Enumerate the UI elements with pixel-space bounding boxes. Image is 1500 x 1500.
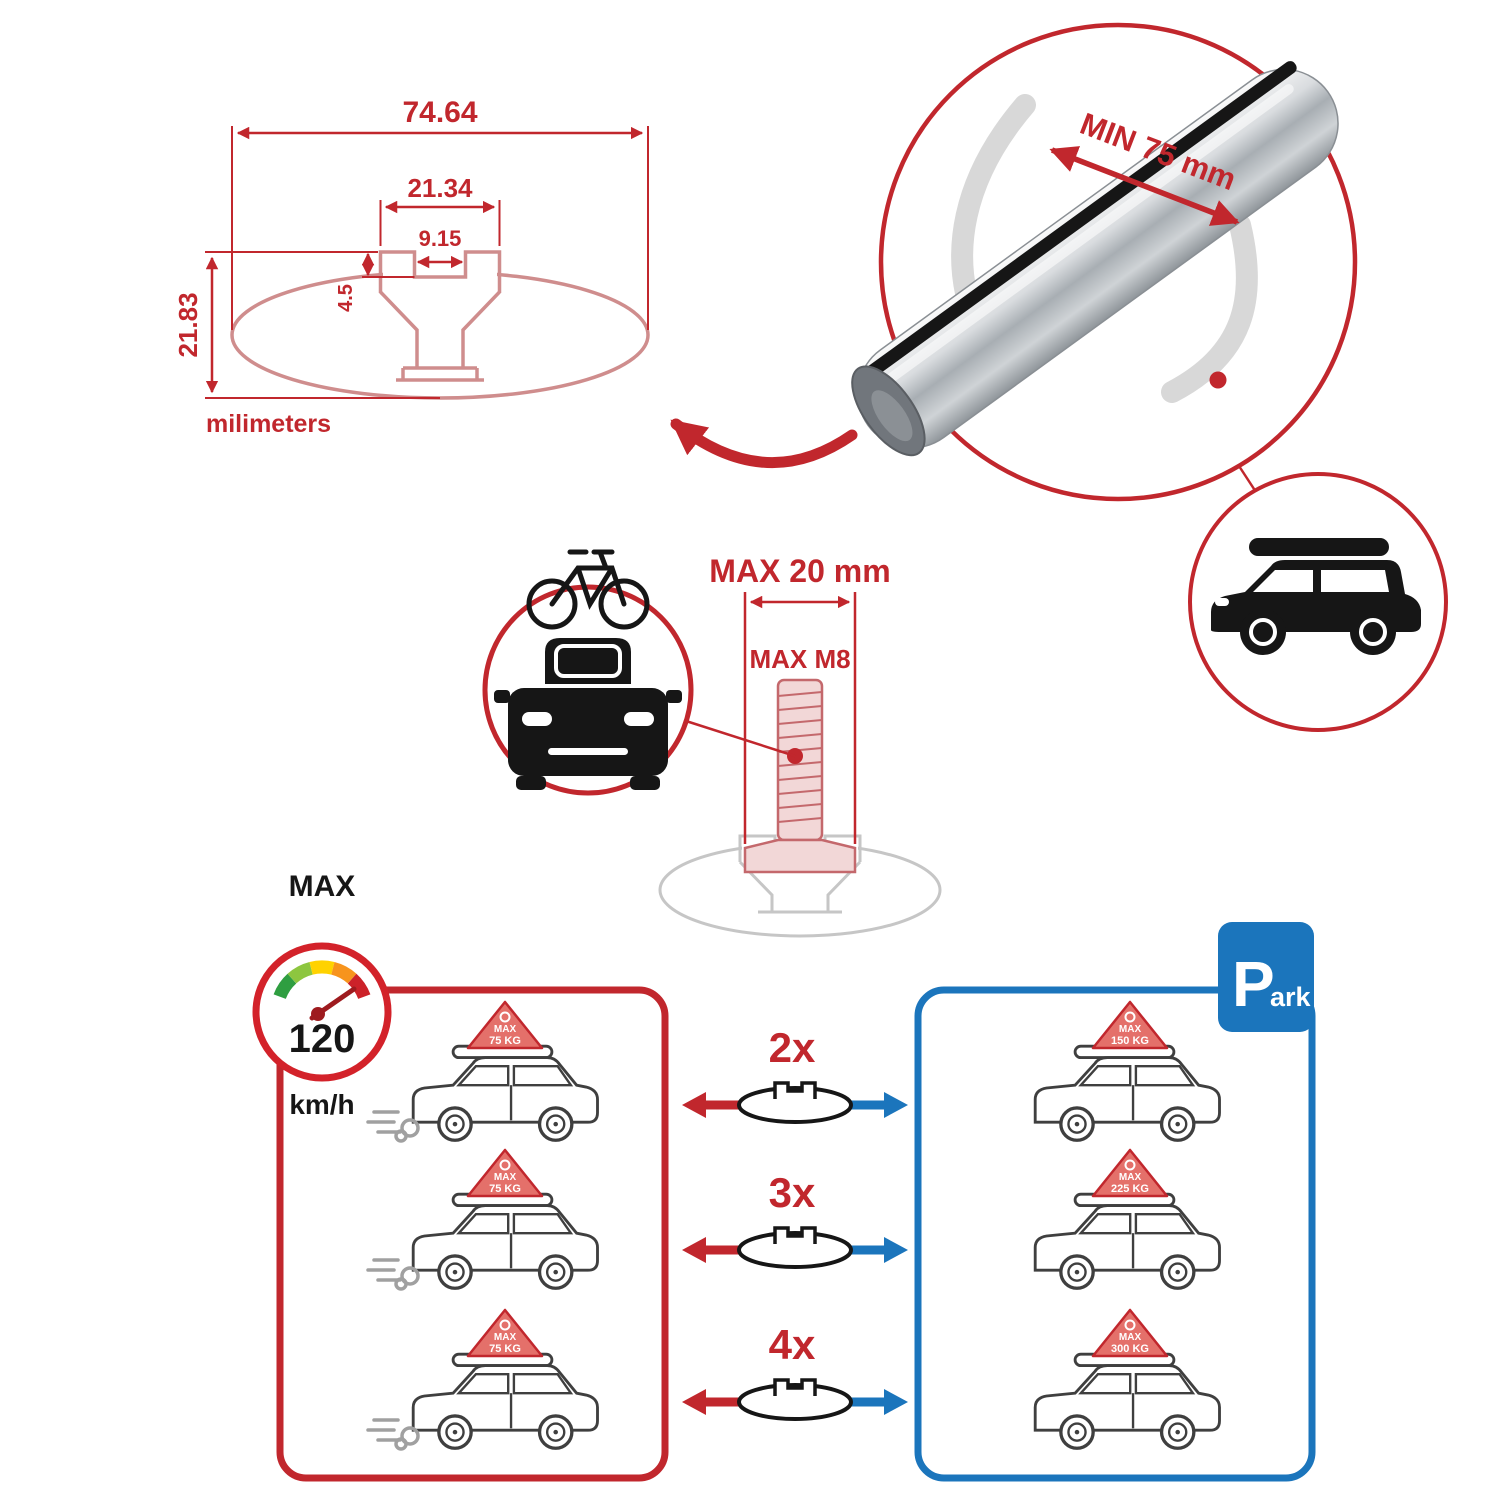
bolt-illustration [743, 678, 857, 874]
count-label: 3x [769, 1169, 816, 1216]
suv-roofbox-circle [1188, 472, 1448, 732]
park-sign-board [1218, 922, 1314, 1032]
bolt-diagram: MAX 20 mm MAX M8 [482, 549, 942, 938]
count-label: 4x [769, 1321, 816, 1368]
load-badge: MAX 75 KG [466, 1000, 544, 1050]
profile-dimension-diagram: 74.64 21.34 9.15 4.5 21.83 milimeters [173, 96, 650, 438]
bolt-max-width-label: MAX 20 mm [709, 553, 890, 589]
badge-max: MAX [1119, 1024, 1142, 1035]
speed-max-label: MAX [289, 870, 356, 903]
car-row: MAX 150 KG [1033, 1000, 1222, 1142]
load-comparison: MAX 120 km/h P ark 2x [252, 870, 1316, 1482]
parked-cars: MAX 150 KG MAX 225 KG [1033, 1000, 1222, 1450]
crossbar-count-column: 2x 3x 4x [682, 1024, 908, 1421]
badge-weight: 75 KG [489, 1343, 521, 1355]
badge-weight: 300 KG [1111, 1343, 1149, 1355]
tape-measure-right [1161, 214, 1258, 403]
bolt-max-thread-label: MAX M8 [749, 644, 850, 674]
badge-max: MAX [494, 1024, 517, 1035]
badge-weight: 225 KG [1111, 1183, 1149, 1195]
dim-total-height: 21.83 [173, 292, 203, 357]
dim-total-width: 74.64 [402, 96, 477, 129]
badge-weight: 75 KG [489, 1035, 521, 1047]
units-label: milimeters [206, 410, 331, 438]
badge-max: MAX [1119, 1172, 1142, 1183]
car-front-icon [494, 638, 682, 790]
dim-channel-inner: 9.15 [419, 226, 462, 251]
crossbar-detail-circle: MIN 75 mm [851, 22, 1358, 502]
car-row: MAX 75 KG [366, 1000, 600, 1143]
headlight-icon [522, 712, 552, 726]
crossbar-profile-icon [737, 1226, 853, 1269]
suv-roofbox-icon [1211, 538, 1421, 655]
badge-weight: 75 KG [489, 1183, 521, 1195]
bike-car-circle [482, 549, 694, 796]
load-badge: MAX 300 KG [1091, 1308, 1169, 1358]
badge-weight: 150 KG [1111, 1035, 1149, 1047]
headlight-icon [624, 712, 654, 726]
speedometer: MAX 120 km/h [252, 870, 392, 1120]
bike-icon [526, 549, 650, 630]
callout-dot [1209, 371, 1227, 389]
load-badge: MAX 225 KG [1091, 1148, 1169, 1198]
park-letter: P [1232, 948, 1275, 1020]
speed-unit: km/h [289, 1089, 354, 1120]
dim-channel-depth: 4.5 [335, 284, 357, 312]
car-row: MAX 225 KG [1033, 1148, 1222, 1290]
profile-channel [378, 250, 502, 293]
car-row: MAX 75 KG [366, 1308, 600, 1451]
car-row: MAX 75 KG [366, 1148, 600, 1291]
roof-box-icon [1249, 538, 1389, 556]
callout-line [1237, 465, 1258, 493]
car-row: MAX 300 KG [1033, 1308, 1222, 1450]
badge-max: MAX [494, 1332, 517, 1343]
load-badge: MAX 75 KG [466, 1148, 544, 1198]
park-sign: P ark [1218, 922, 1314, 1032]
load-badge: MAX 150 KG [1091, 1000, 1169, 1050]
min-span-arrow [1049, 146, 1240, 226]
load-badge: MAX 75 KG [466, 1308, 544, 1358]
dim-channel-outer: 21.34 [407, 173, 473, 203]
count-label: 2x [769, 1024, 816, 1071]
callout-line [685, 719, 796, 758]
zoom-arrow-icon [670, 418, 858, 469]
profile-tslot-interior [379, 290, 501, 382]
crossbar-profile-icon [737, 1081, 853, 1124]
park-suffix: ark [1270, 982, 1312, 1012]
speed-value: 120 [289, 1017, 356, 1061]
crossbar-profile-icon [737, 1378, 853, 1421]
bolt-t-flange [743, 838, 857, 874]
badge-max: MAX [1119, 1332, 1142, 1343]
badge-max: MAX [494, 1172, 517, 1183]
driving-cars: MAX 75 KG MAX 75 KG [366, 1000, 600, 1451]
